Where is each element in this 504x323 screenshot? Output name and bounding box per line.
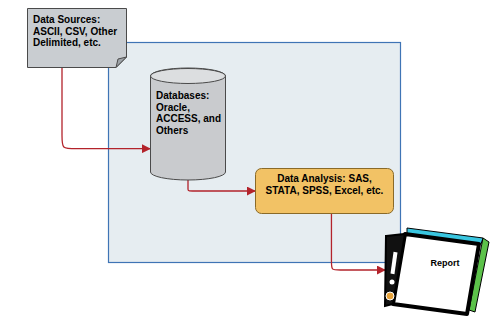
system-panel bbox=[109, 43, 401, 263]
book-spine bbox=[385, 234, 405, 306]
source-note: Data Sources: ASCII, CSV, Other Delimite… bbox=[27, 8, 127, 68]
note-shape bbox=[28, 9, 127, 68]
database-cylinder: Databases: Oracle, ACCESS, and Others bbox=[150, 68, 226, 180]
node-text: Databases: Oracle, ACCESS, and Others bbox=[156, 90, 222, 136]
analysis-box: Data Analysis: SAS, STATA, SPSS, Excel, … bbox=[255, 168, 394, 214]
node-text: Data Analysis: SAS, STATA, SPSS, Excel, … bbox=[261, 173, 388, 196]
analysis-shape bbox=[256, 169, 394, 214]
cylinder-body bbox=[151, 68, 226, 180]
node-text: Data Sources: ASCII, CSV, Other Delimite… bbox=[33, 14, 119, 49]
note-fold bbox=[116, 57, 127, 68]
node-outline bbox=[385, 222, 491, 318]
exclamation-dot bbox=[390, 280, 395, 285]
flow-arrow bbox=[188, 180, 255, 191]
flow-arrow bbox=[62, 68, 150, 149]
flow-arrow bbox=[331, 214, 385, 270]
report-cover-label-area: Report bbox=[419, 258, 471, 268]
spine-emblem bbox=[386, 292, 394, 300]
book-cover bbox=[393, 234, 479, 314]
report-book: Report bbox=[385, 222, 491, 318]
cylinder-top bbox=[151, 69, 226, 84]
exclamation-bar bbox=[390, 252, 397, 274]
report-label: Report bbox=[419, 258, 471, 268]
